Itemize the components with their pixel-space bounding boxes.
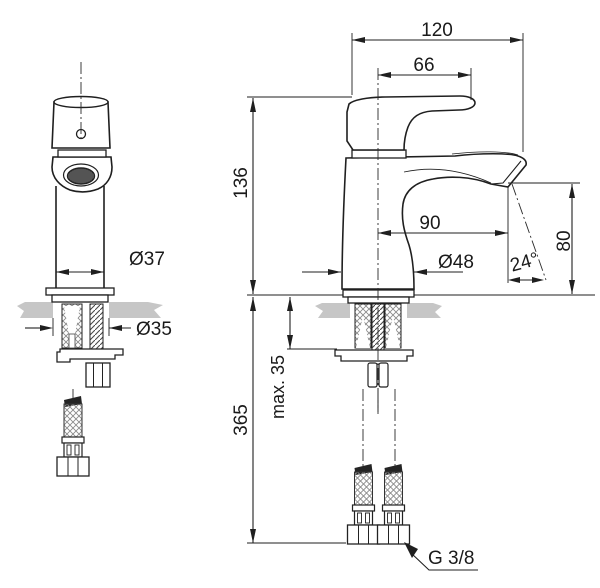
dim-spout-reach: 90 [378,213,508,236]
dim-max-deck-thickness: max. 35 [268,297,337,419]
dim-outlet-angle: 24° [507,186,544,283]
dim-label-d37: Ø37 [129,249,165,270]
mounting-nut [85,362,111,388]
base-flange [342,289,415,298]
mounting-bracket [334,349,414,362]
dim-outlet-height: 80 [508,182,580,294]
aerator-face [66,167,96,185]
thread-callout: G 3/8 [404,542,478,571]
dim-label-d48: Ø48 [438,252,474,273]
dim-handle-diameter: Ø37 [56,249,165,275]
dimensions: 120 66 136 90 [25,20,580,571]
supply-hose-right [376,463,411,545]
dim-overall-depth: 120 [351,20,524,152]
leader-arrowhead [404,542,418,558]
dim-label-66: 66 [413,55,434,76]
faucet-front-view [45,95,115,303]
dim-label-24deg: 24° [508,249,541,277]
dim-label-136: 136 [231,167,252,199]
lever-handle [346,95,476,151]
dim-label-80: 80 [554,230,575,251]
dim-base-diameter: Ø48 [302,252,474,275]
countertop-side-view [315,303,442,318]
dim-hole-diameter: Ø35 [25,318,172,340]
side-view-underdeck [334,303,414,412]
supply-hose-left [346,463,381,545]
dim-label-g38: G 3/8 [428,548,474,569]
body-and-spout [341,152,527,290]
dim-label-d35: Ø35 [136,319,172,340]
dim-label-365: 365 [231,404,252,436]
dim-label-120: 120 [421,20,453,41]
dim-install-depth: 365 [231,297,346,544]
supply-hose-front [56,395,90,477]
centerlines [72,62,547,466]
faucet-side-view [341,95,527,304]
front-view-underdeck [56,303,124,388]
spout-outlet [490,160,522,185]
dim-body-height: 136 [231,96,352,294]
dim-label-max35: max. 35 [268,355,288,419]
dim-label-90: 90 [419,213,440,234]
outlet-angle-axis [511,183,547,281]
mounting-bracket [56,348,124,363]
countertop-front-view [17,302,163,318]
dim-handle-depth: 66 [378,55,472,100]
base-flange [45,287,115,296]
